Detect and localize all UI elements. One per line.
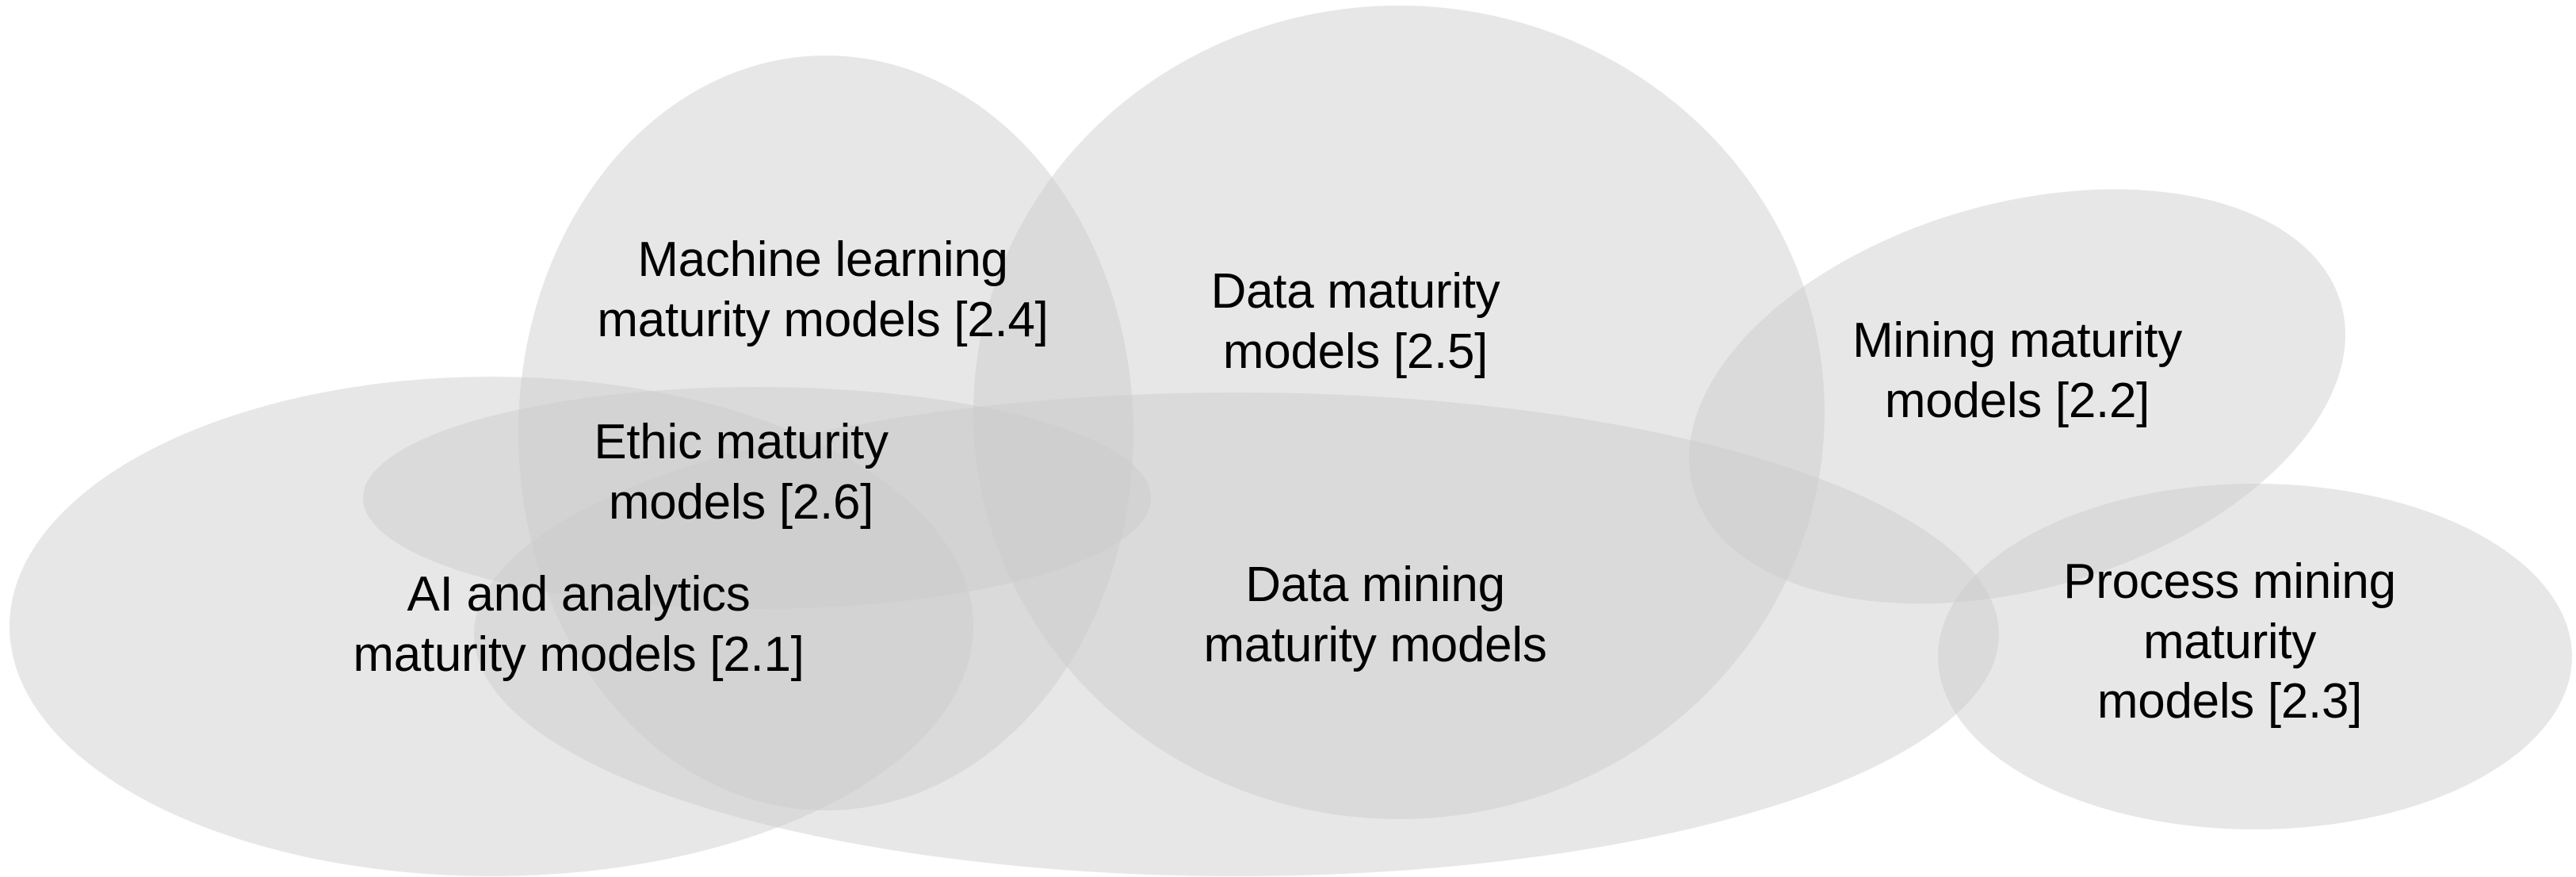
venn-label-line: maturity models — [1203, 617, 1547, 672]
venn-label-line: models [2.2] — [1884, 373, 2150, 428]
venn-label-line: AI and analytics — [407, 567, 751, 622]
venn-set-machine-learning[interactable] — [518, 56, 1133, 810]
venn-label-line: Mining maturity — [1852, 313, 2182, 368]
venn-set-ai-analytics[interactable] — [10, 377, 973, 876]
venn-label-line: models [2.6] — [608, 474, 874, 530]
venn-label-line: models [2.5] — [1222, 324, 1489, 379]
venn-label-line: Process mining — [2063, 554, 2396, 609]
venn-set-data[interactable] — [973, 6, 1825, 819]
venn-label-line: Ethic maturity — [594, 415, 889, 469]
venn-label-line: Data maturity — [1210, 264, 1500, 319]
venn-label-line: maturity — [2142, 614, 2317, 669]
venn-set-ethic[interactable] — [363, 387, 1151, 609]
venn-label-line: models [2.3] — [2096, 674, 2363, 730]
venn-set-data-mining[interactable] — [474, 393, 1999, 876]
venn-set-mining[interactable] — [1640, 118, 2394, 674]
venn-label-line: Machine learning — [637, 232, 1008, 287]
venn-set-process-mining[interactable] — [1938, 484, 2572, 829]
venn-label-line: Data mining — [1245, 557, 1505, 612]
venn-label-line: maturity models [2.1] — [353, 626, 805, 682]
venn-label-line: maturity models [2.4] — [597, 292, 1049, 347]
